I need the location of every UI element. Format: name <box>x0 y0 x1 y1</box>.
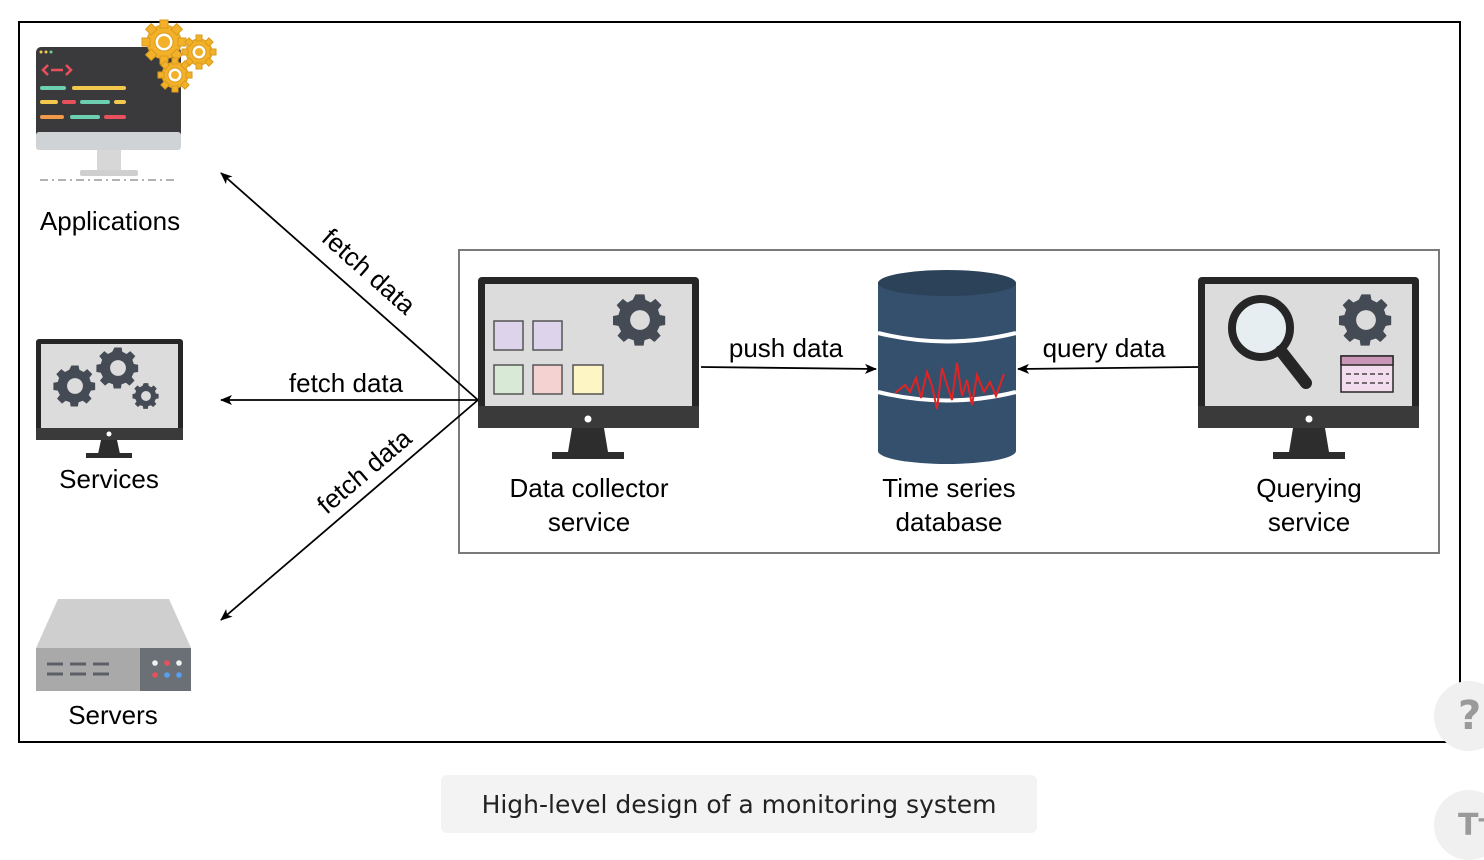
servers-label: Servers <box>68 700 158 730</box>
edge-label-push: push data <box>729 333 844 363</box>
caption-box: High-level design of a monitoring system <box>441 775 1037 833</box>
edge-label-query: query data <box>1043 333 1166 363</box>
tsdb-label-line1: Time series <box>882 473 1015 503</box>
arrow-push-data <box>700 363 877 374</box>
signal-wave-icon <box>894 362 1005 410</box>
data-collector-label-line2: service <box>548 507 630 537</box>
table-icon <box>1340 355 1394 393</box>
magnifier-icon <box>1228 295 1312 389</box>
help-icon: ? <box>1458 693 1482 739</box>
service-group-box <box>458 249 1440 554</box>
servers-icon <box>36 599 191 691</box>
time-series-database-icon <box>877 270 1017 464</box>
data-collector-icon <box>478 277 699 459</box>
querying-service-label-line1: Querying <box>1256 473 1362 503</box>
figure-caption: High-level design of a monitoring system <box>481 789 997 819</box>
data-collector-label-line1: Data collector <box>510 473 669 503</box>
applications-label: Applications <box>40 206 180 236</box>
services-label: Services <box>59 464 159 494</box>
edge-label-fetch-services: fetch data <box>289 368 404 398</box>
querying-service-icon <box>1198 277 1419 459</box>
applications-icon <box>36 19 217 181</box>
outer-frame <box>18 21 1461 743</box>
arrow-fetch-servers <box>220 399 479 621</box>
arrow-fetch-applications <box>220 172 479 401</box>
services-icon <box>36 339 183 458</box>
text-size-icon: Tт <box>1458 807 1484 843</box>
edge-label-fetch-servers: fetch data <box>311 422 418 519</box>
arrow-query-data <box>1017 363 1199 374</box>
tsdb-label-line2: database <box>896 507 1003 537</box>
querying-service-label-line2: service <box>1268 507 1350 537</box>
help-button[interactable]: ? <box>1434 681 1484 751</box>
